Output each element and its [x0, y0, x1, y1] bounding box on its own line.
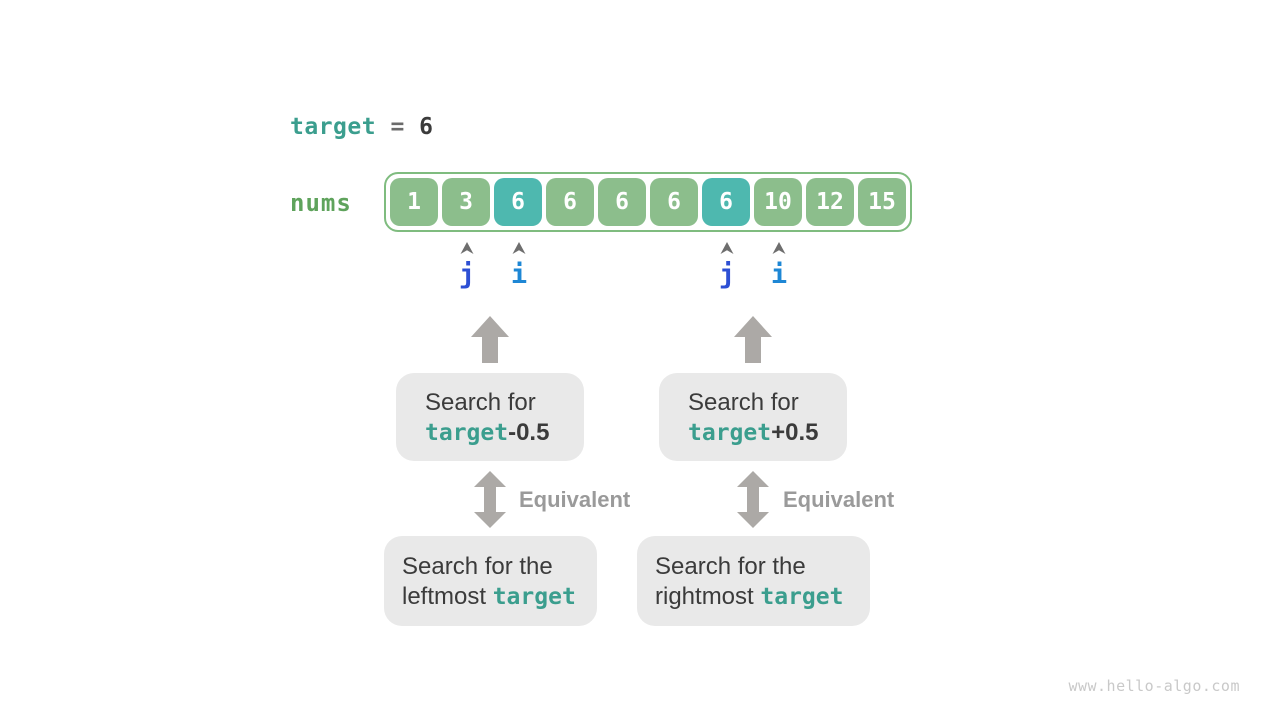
array-cell: 6 — [546, 178, 594, 226]
pointer-j-right: j — [707, 242, 747, 288]
result-expression: leftmost target — [402, 582, 597, 612]
result-prefix: leftmost — [402, 583, 493, 610]
equivalent-label: Equivalent — [783, 487, 895, 512]
array-cell: 10 — [754, 178, 802, 226]
search-box-right: Search for target+0.5 — [659, 373, 847, 461]
double-arrow-vertical-icon — [474, 471, 506, 528]
block-arrow-up-icon — [471, 316, 509, 363]
nums-label: nums — [290, 189, 352, 217]
offset-suffix: +0.5 — [771, 419, 819, 446]
result-text: Search for the — [402, 553, 553, 580]
array-cell-highlighted: 6 — [494, 178, 542, 226]
result-prefix: rightmost — [655, 583, 761, 610]
result-box-left: Search for the leftmost target — [384, 536, 597, 626]
block-arrow-up-icon — [734, 316, 772, 363]
target-code: target — [760, 584, 844, 610]
target-variable: target — [290, 114, 377, 140]
target-assignment: target = 6 — [290, 114, 434, 140]
up-caret-icon — [512, 242, 526, 254]
array-cell: 15 — [858, 178, 906, 226]
array-cell: 1 — [390, 178, 438, 226]
nums-array: 1 3 6 6 6 6 6 10 12 15 — [384, 172, 912, 232]
up-caret-icon — [720, 242, 734, 254]
double-arrow-vertical-icon — [737, 471, 769, 528]
search-expression: target+0.5 — [688, 418, 847, 448]
pointer-j-left: j — [447, 242, 487, 288]
pointer-i-right: i — [759, 242, 799, 288]
array-cell: 6 — [598, 178, 646, 226]
pointer-label: i — [770, 259, 788, 290]
offset-suffix: -0.5 — [508, 419, 550, 446]
search-text: Search for — [688, 389, 799, 416]
pointer-i-left: i — [499, 242, 539, 288]
watermark: www.hello-algo.com — [1068, 677, 1240, 695]
search-text: Search for — [425, 389, 536, 416]
up-caret-icon — [772, 242, 786, 254]
pointer-label: j — [718, 259, 736, 290]
up-caret-icon — [460, 242, 474, 254]
equals-sign: = — [376, 114, 420, 140]
target-code: target — [688, 420, 772, 446]
result-box-right: Search for the rightmost target — [637, 536, 870, 626]
array-cell: 12 — [806, 178, 854, 226]
array-cell: 3 — [442, 178, 490, 226]
pointer-label: i — [510, 259, 528, 290]
array-cell-highlighted: 6 — [702, 178, 750, 226]
equivalent-label: Equivalent — [519, 487, 631, 512]
target-value: 6 — [419, 114, 434, 140]
search-box-left: Search for target-0.5 — [396, 373, 584, 461]
result-text: Search for the — [655, 553, 806, 580]
target-code: target — [425, 420, 509, 446]
result-expression: rightmost target — [655, 582, 870, 612]
search-expression: target-0.5 — [425, 418, 584, 448]
array-cell: 6 — [650, 178, 698, 226]
target-code: target — [492, 584, 576, 610]
pointer-label: j — [458, 259, 476, 290]
